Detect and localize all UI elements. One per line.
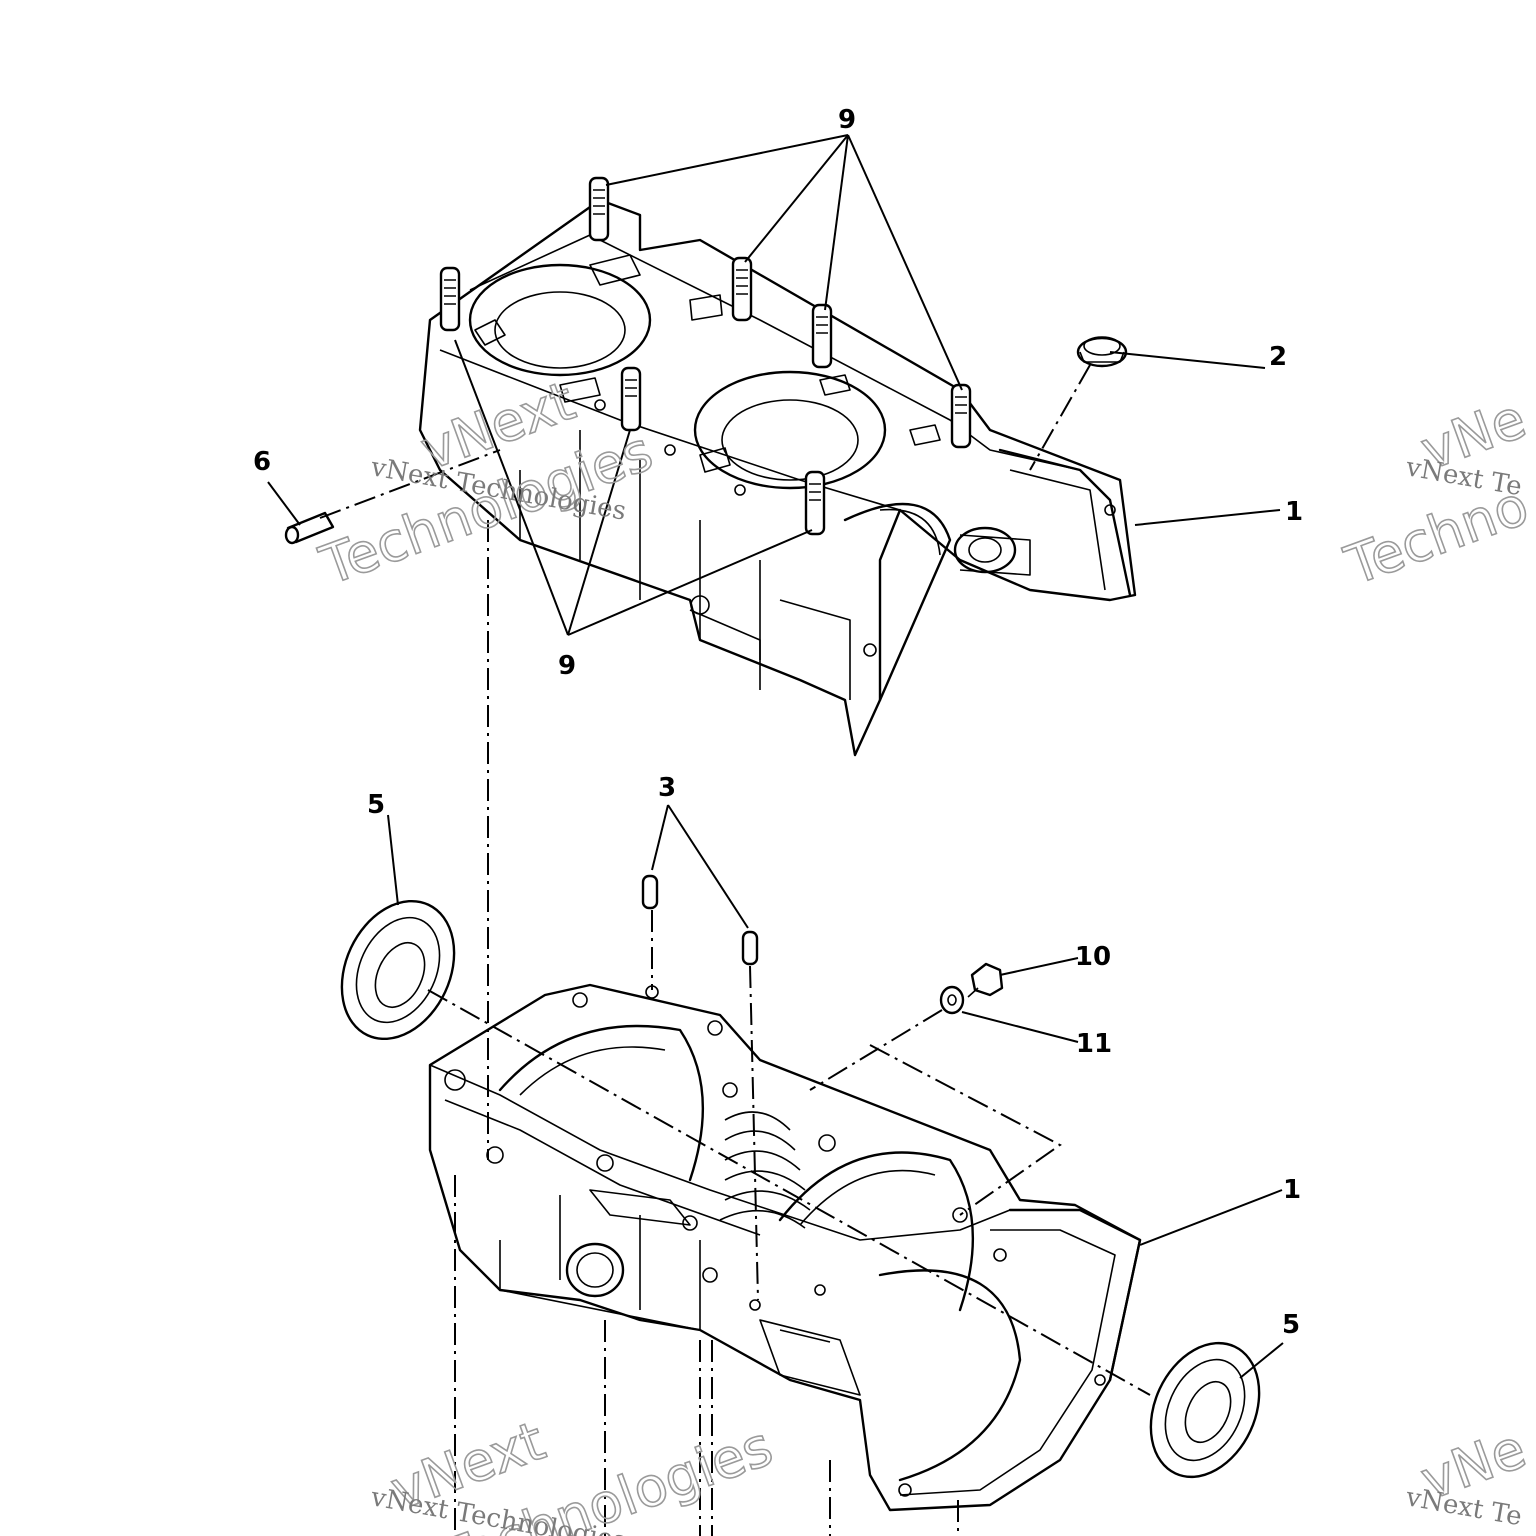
oil-seal-left-part-5	[340, 899, 456, 1041]
callout-9-top: 9	[838, 105, 856, 135]
watermark-lower: vNext Technologies vNext Technologies	[368, 1408, 781, 1536]
watermark-right-edge: vNe Techno vNext Te vNe vNext Te	[1336, 386, 1536, 1532]
bolt-part-10	[967, 962, 1004, 998]
leader-lines	[267, 134, 1284, 1379]
plug-part-2	[1076, 336, 1128, 368]
crank-fins	[719, 1111, 811, 1229]
lower-crankcase	[428, 983, 1142, 1512]
callout-5-right: 5	[1282, 1310, 1300, 1340]
cylinder-studs	[439, 176, 972, 536]
dowel-pin-part-6	[284, 511, 335, 545]
callout-6: 6	[253, 447, 271, 477]
washer-part-11	[939, 985, 965, 1015]
callout-5-left: 5	[367, 790, 385, 820]
callout-3: 3	[658, 773, 676, 803]
oil-seal-right-part-5	[1149, 1341, 1261, 1479]
upper-crankcase	[418, 176, 1137, 757]
callout-10: 10	[1075, 942, 1111, 972]
callout-1-upper: 1	[1285, 497, 1303, 527]
callout-1-lower: 1	[1283, 1175, 1301, 1205]
dowels-part-3	[641, 874, 759, 966]
callout-9-bottom: 9	[558, 651, 576, 681]
assembly-center-lines	[319, 364, 1151, 1536]
callout-11: 11	[1076, 1029, 1112, 1059]
callout-2: 2	[1269, 342, 1287, 372]
